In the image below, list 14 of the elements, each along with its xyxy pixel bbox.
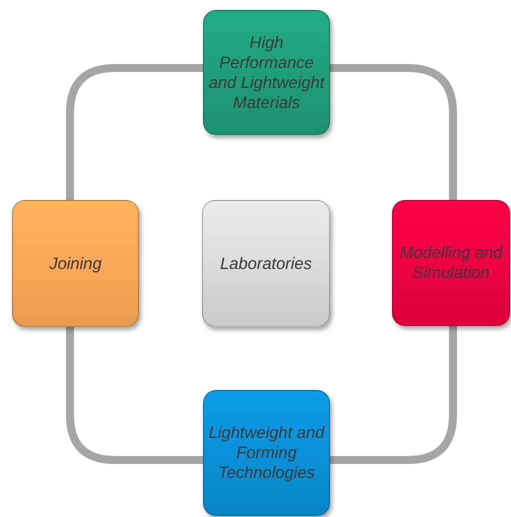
box-label: Modelling and Simulation (398, 243, 504, 283)
rounded-box (203, 390, 330, 516)
box-label: Laboratories (219, 254, 313, 274)
rounded-box (203, 10, 330, 135)
connector-arc (330, 326, 457, 464)
box-label: High Performance and Lightweight Materials (208, 32, 326, 112)
box-label: Lightweight and Forming Technologies (208, 423, 326, 483)
connector-arc (330, 64, 457, 200)
rounded-box (12, 200, 139, 327)
rounded-box (392, 200, 510, 326)
box-label: Joining (48, 254, 103, 274)
connector-arc (66, 327, 203, 464)
rounded-box (202, 200, 330, 327)
connector-arc (66, 64, 203, 200)
